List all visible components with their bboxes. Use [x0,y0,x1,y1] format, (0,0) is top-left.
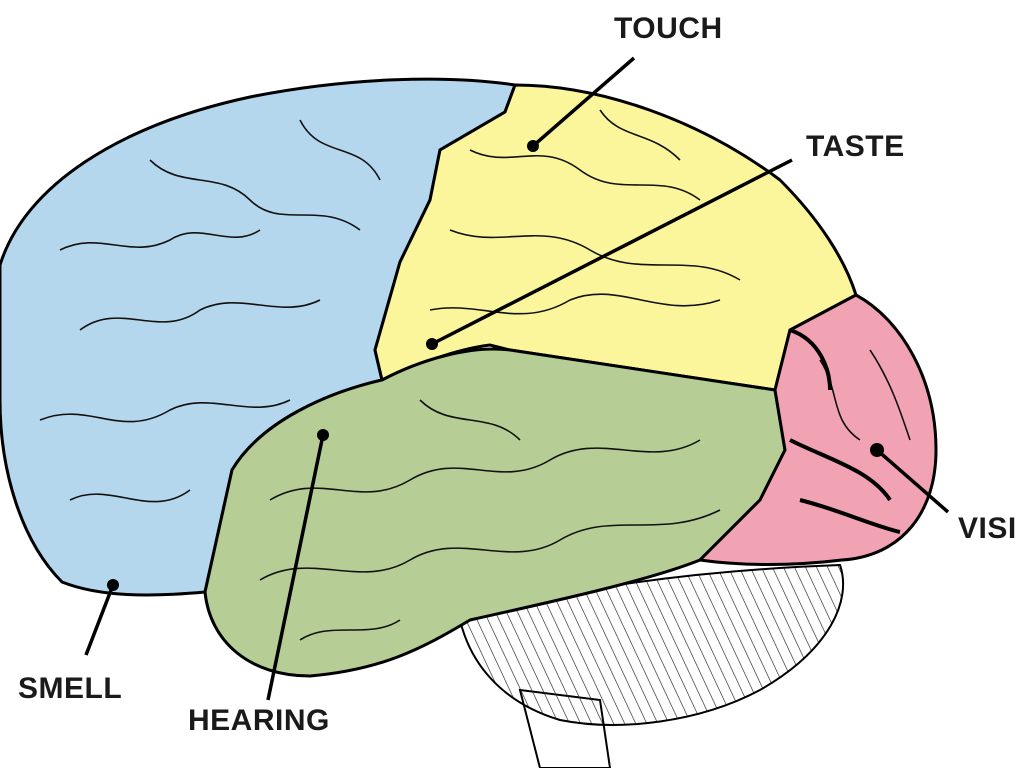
label-smell: SMELL [18,672,123,705]
label-pointers [84,56,950,701]
label-taste: TASTE [806,130,905,163]
label-hearing: HEARING [188,704,330,737]
gyri-lines [39,109,911,641]
label-dots [107,140,884,591]
label-touch: TOUCH [614,12,723,45]
label-vision: VISI [958,512,1017,545]
